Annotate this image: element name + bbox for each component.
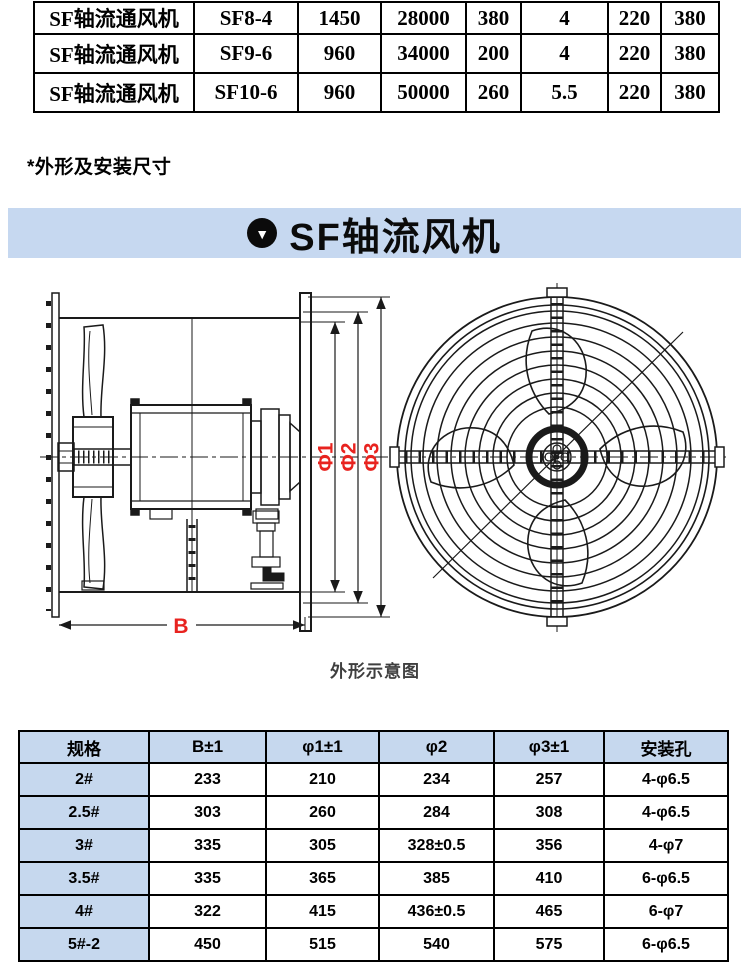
table-cell: 415: [265, 894, 380, 929]
table-cell: 380: [660, 72, 720, 113]
table-cell: 6-φ6.5: [603, 927, 729, 962]
table-cell: 260: [465, 72, 522, 113]
table-cell: 220: [607, 72, 662, 113]
table-cell: 960: [297, 33, 382, 74]
table-cell: 356: [493, 828, 605, 863]
table-cell: 4: [520, 33, 609, 74]
table-header-cell: B±1: [148, 730, 267, 764]
section-heading: *外形及安装尺寸: [27, 157, 172, 178]
table-cell: 335: [148, 828, 267, 863]
table-cell: 335: [148, 861, 267, 896]
table-cell: 960: [297, 72, 382, 113]
table-row: 2# 233 210 234 257 4-φ6.5: [18, 762, 729, 797]
table-cell: SF10-6: [193, 72, 299, 113]
table-cell: 50000: [380, 72, 467, 113]
table-cell: SF9-6: [193, 33, 299, 74]
table-cell: SF轴流通风机: [33, 1, 195, 35]
table-cell: 322: [148, 894, 267, 929]
table-header-cell: φ3±1: [493, 730, 605, 764]
down-triangle-icon: ▼: [247, 218, 278, 248]
dim-label-phi3: Φ3: [361, 443, 384, 472]
table-cell: 4: [520, 1, 609, 35]
table-row: 3# 335 305 328±0.5 356 4-φ7: [18, 828, 729, 863]
table-cell: 305: [265, 828, 380, 863]
table-cell: 3#: [18, 828, 150, 863]
table-header-cell: 安装孔: [603, 730, 729, 764]
table-cell: 1450: [297, 1, 382, 35]
table-cell: 303: [148, 795, 267, 830]
down-triangle-glyph: ▼: [255, 226, 270, 242]
table-cell: 28000: [380, 1, 467, 35]
table-cell: 540: [378, 927, 495, 962]
table-cell: SF轴流通风机: [33, 33, 195, 74]
banner: ▼ SF轴流风机: [8, 208, 741, 259]
dimension-table: 规格 B±1 φ1±1 φ2 φ3±1 安装孔 2# 233 210 234 2…: [18, 730, 729, 962]
table-row: SF轴流通风机 SF8-4 1450 28000 380 4 220 380: [33, 1, 720, 35]
banner-title: SF轴流风机: [289, 216, 502, 259]
table-cell: 4-φ6.5: [603, 795, 729, 830]
table-cell: 436±0.5: [378, 894, 495, 929]
fan-technical-drawing: Φ1 Φ2 Φ3 B: [40, 283, 728, 638]
table-header-cell: φ2: [378, 730, 495, 764]
table-cell: 450: [148, 927, 267, 962]
side-view-drawing: [40, 292, 728, 632]
table-cell: 234: [378, 762, 495, 797]
table-header-row: 规格 B±1 φ1±1 φ2 φ3±1 安装孔: [18, 730, 729, 764]
table-cell: SF轴流通风机: [33, 72, 195, 113]
table-cell: 328±0.5: [378, 828, 495, 863]
table-cell: 4-φ6.5: [603, 762, 729, 797]
table-cell: 515: [265, 927, 380, 962]
table-cell: 260: [265, 795, 380, 830]
table-cell: 365: [265, 861, 380, 896]
table-cell: 6-φ7: [603, 894, 729, 929]
table-header-cell: φ1±1: [265, 730, 380, 764]
table-cell: 233: [148, 762, 267, 797]
table-row: 2.5# 303 260 284 308 4-φ6.5: [18, 795, 729, 830]
table-row: 3.5# 335 365 385 410 6-φ6.5: [18, 861, 729, 896]
table-cell: SF8-4: [193, 1, 299, 35]
drawing-caption: 外形示意图: [330, 662, 420, 681]
table-cell: 5#-2: [18, 927, 150, 962]
table-header-cell: 规格: [18, 730, 150, 764]
dim-label-phi2: Φ2: [338, 443, 361, 472]
table-cell: 465: [493, 894, 605, 929]
table-cell: 210: [265, 762, 380, 797]
table-row: SF轴流通风机 SF10-6 960 50000 260 5.5 220 380: [33, 72, 720, 113]
fan-model-table: SF轴流通风机 SF8-4 1450 28000 380 4 220 380 S…: [33, 1, 720, 113]
table-cell: 220: [607, 33, 662, 74]
table-cell: 575: [493, 927, 605, 962]
table-cell: 5.5: [520, 72, 609, 113]
table-cell: 3.5#: [18, 861, 150, 896]
table-cell: 34000: [380, 33, 467, 74]
table-cell: 220: [607, 1, 662, 35]
table-row: SF轴流通风机 SF9-6 960 34000 200 4 220 380: [33, 33, 720, 74]
table-cell: 284: [378, 795, 495, 830]
table-cell: 4-φ7: [603, 828, 729, 863]
table-cell: 6-φ6.5: [603, 861, 729, 896]
table-cell: 380: [465, 1, 522, 35]
table-cell: 380: [660, 1, 720, 35]
table-cell: 380: [660, 33, 720, 74]
table-cell: 308: [493, 795, 605, 830]
table-cell: 4#: [18, 894, 150, 929]
dim-label-phi1: Φ1: [315, 442, 338, 471]
dim-label-b: B: [173, 615, 188, 638]
table-cell: 410: [493, 861, 605, 896]
table-cell: 257: [493, 762, 605, 797]
table-row: 5#-2 450 515 540 575 6-φ6.5: [18, 927, 729, 962]
table-cell: 2.5#: [18, 795, 150, 830]
table-cell: 200: [465, 33, 522, 74]
table-cell: 385: [378, 861, 495, 896]
table-cell: 2#: [18, 762, 150, 797]
table-row: 4# 322 415 436±0.5 465 6-φ7: [18, 894, 729, 929]
front-view-drawing: [389, 283, 725, 632]
